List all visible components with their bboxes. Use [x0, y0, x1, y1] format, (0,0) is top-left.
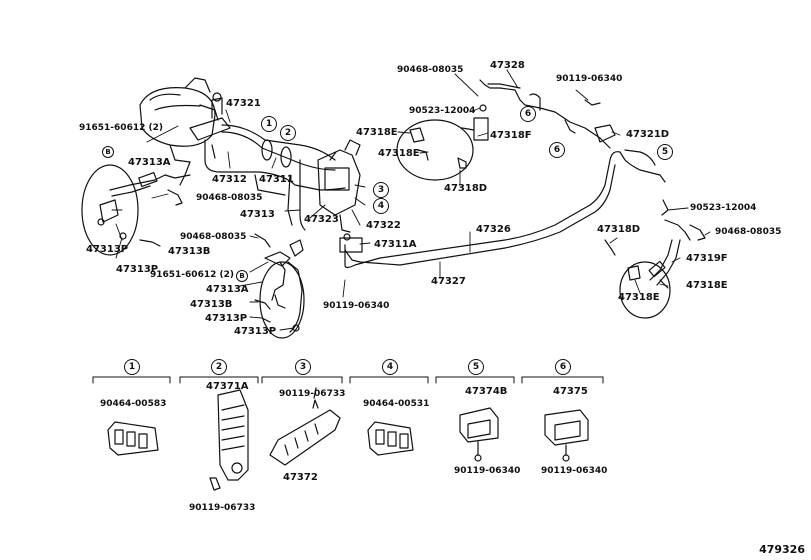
legend-part-label: 90464-00531: [363, 399, 430, 409]
part-label: 47318F: [490, 130, 532, 141]
part-label: 47319F: [686, 253, 728, 264]
part-label: 47318E: [378, 148, 420, 159]
legend-part-label: 90119-06733: [279, 389, 346, 399]
part-label: 90468-08035: [715, 227, 782, 237]
part-label: 91651-60612 (2): [79, 123, 163, 133]
legend-brackets: [92, 376, 604, 384]
callout-3: 3: [373, 182, 389, 198]
brake-hose-left-front: [99, 171, 191, 223]
part-label: 47326: [476, 224, 511, 235]
part-label: 47318E: [618, 292, 660, 303]
clamp-5-icon: [459, 407, 499, 462]
leader-lines: [111, 69, 711, 331]
part-label: 47318D: [444, 183, 488, 194]
legend-part-label: 90119-06340: [541, 466, 608, 476]
part-label: 47313A: [206, 284, 249, 295]
legend-part-label: 90119-06733: [189, 503, 256, 513]
callout-2: 2: [280, 125, 296, 141]
clamp-6-icon: [544, 409, 589, 462]
legend-callout-2: 2: [211, 359, 227, 375]
legend-part-label: 47372: [283, 472, 318, 483]
proportioning-valve-icon: [317, 139, 361, 241]
clamp-3-icon: [269, 387, 341, 466]
part-label: 47318E: [356, 127, 398, 138]
left-wheel-detail-outline: [81, 164, 139, 256]
part-label: 90119-06340: [556, 74, 623, 84]
part-label: 47321: [226, 98, 261, 109]
callout-4: 4: [373, 198, 389, 214]
part-label: 90468-08035: [397, 65, 464, 75]
part-label: 47313B: [168, 246, 211, 257]
part-label: 47313P: [234, 326, 277, 337]
part-label: 47327: [431, 276, 466, 287]
marker-b: B: [102, 146, 114, 158]
part-label: 90468-08035: [180, 232, 247, 242]
part-label: 47313B: [190, 299, 233, 310]
callout-6a: 6: [520, 106, 536, 122]
part-label: 47318D: [597, 224, 641, 235]
part-label: 47313P: [116, 264, 159, 275]
legend-callout-5: 5: [468, 359, 484, 375]
part-label: 47322: [366, 220, 401, 231]
part-label: 91651-60612 (2): [150, 270, 234, 280]
rear-left-detail-outline: [619, 261, 671, 319]
part-label: 47311A: [374, 239, 417, 250]
part-label: 90468-08035: [196, 193, 263, 203]
legend-callout-1: 1: [124, 359, 140, 375]
clamp-2-icon: [209, 389, 249, 491]
legend-part-label: 90119-06340: [454, 466, 521, 476]
brake-booster-icon: [139, 77, 219, 163]
legend-callout-4: 4: [382, 359, 398, 375]
part-label: 47311: [259, 174, 294, 185]
callout-5: 5: [657, 144, 673, 160]
fitting-icon: [254, 233, 271, 248]
figure-id: 479326: [759, 543, 805, 556]
legend-part-label: 90464-00583: [100, 399, 167, 409]
part-label: 47313A: [128, 157, 171, 168]
callout-6b: 6: [549, 142, 565, 158]
right-wheel-detail-outline: [259, 261, 305, 339]
clamp-4-icon: [367, 421, 414, 456]
rear-right-detail-outline: [396, 119, 474, 181]
part-label: 47323: [304, 214, 339, 225]
fitting-icon-2: [289, 239, 304, 257]
callout-1: 1: [261, 116, 277, 132]
bolt-icon: [139, 239, 161, 247]
part-label: 47318E: [686, 280, 728, 291]
part-label: 47328: [490, 60, 525, 71]
legend-callout-3: 3: [295, 359, 311, 375]
union-bolt-icon: [167, 189, 183, 206]
legend-part-label: 47374B: [465, 386, 508, 397]
part-label: 90523-12004: [690, 203, 757, 213]
part-label: 47321D: [626, 129, 670, 140]
clamp-1-icon: [107, 421, 159, 456]
legend-part-label: 47371A: [206, 381, 249, 392]
brake-hose-rear-right: [457, 79, 616, 169]
marker-b: B: [236, 270, 248, 282]
master-cylinder-icon: [189, 92, 231, 141]
part-label: 47312: [212, 174, 247, 185]
part-label: 47313: [240, 209, 275, 220]
clamp-icon: [261, 139, 292, 168]
brake-hose-rear-left: [604, 199, 706, 289]
part-label: 47313P: [205, 313, 248, 324]
part-label: 47313P: [86, 244, 129, 255]
part-label: 90119-06340: [323, 301, 390, 311]
legend-callout-6: 6: [555, 359, 571, 375]
brake-line-rear: [339, 149, 666, 269]
part-label: 90523-12004: [409, 106, 476, 116]
brake-hose-right-front: [264, 251, 303, 333]
legend-part-label: 47375: [553, 386, 588, 397]
